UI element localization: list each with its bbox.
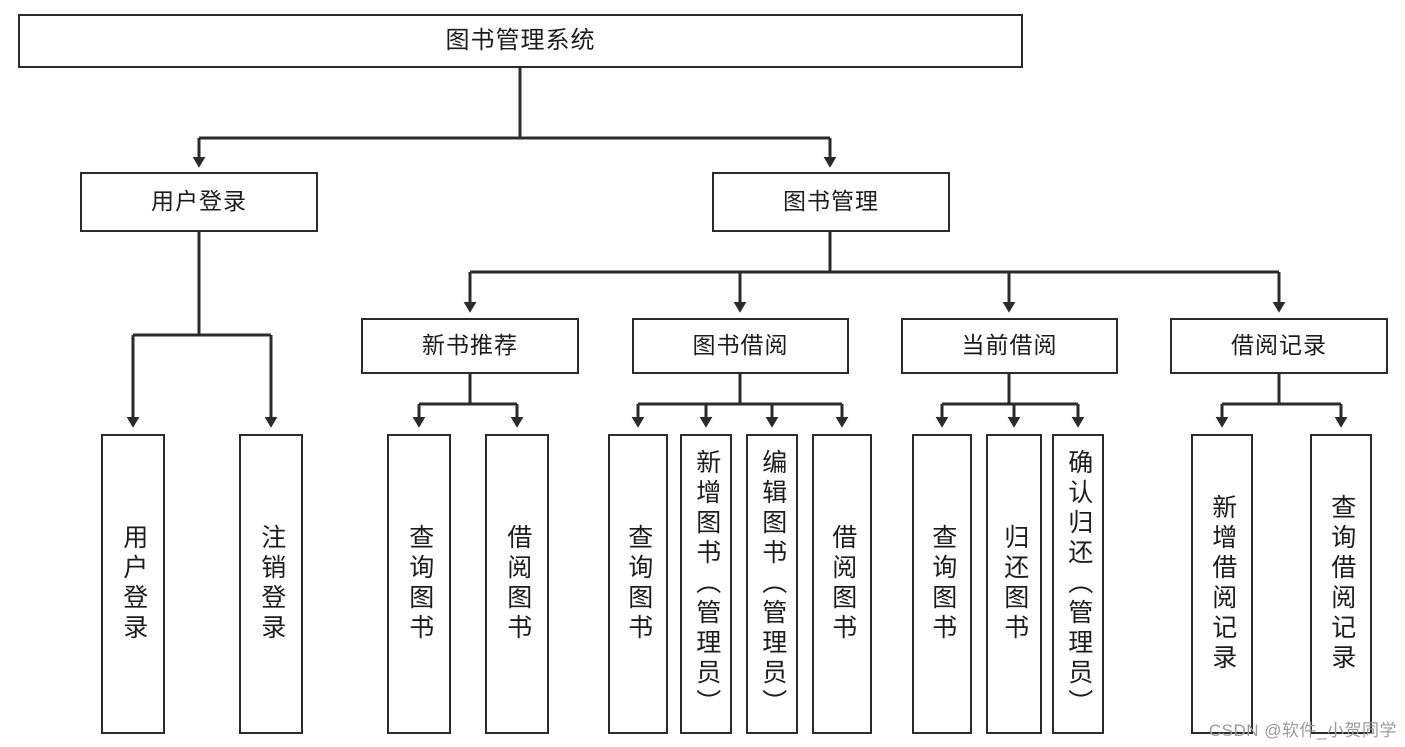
node-leaf-confirm-return-admin[interactable]: 确认归还（管理员） [1052,434,1104,734]
node-leaf-query-book-current[interactable]: 查询图书 [912,434,972,734]
node-leaf-logout[interactable]: 注销登录 [239,434,303,734]
node-label-leaf-logout: 注销登录 [257,524,286,644]
node-label-leaf-add-borrow-record: 新增借阅记录 [1208,494,1237,674]
node-leaf-edit-book-admin[interactable]: 编辑图书（管理员） [746,434,798,734]
node-leaf-query-book-recommend[interactable]: 查询图书 [387,434,451,734]
node-leaf-query-borrow-record[interactable]: 查询借阅记录 [1310,434,1372,734]
node-leaf-return-book[interactable]: 归还图书 [986,434,1042,734]
node-label-leaf-confirm-return-admin: 确认归还（管理员） [1064,449,1093,719]
node-label-leaf-user-login: 用户登录 [119,524,148,644]
node-user-login[interactable]: 用户登录 [80,172,318,232]
node-label-leaf-query-borrow-record: 查询借阅记录 [1327,494,1356,674]
node-current-borrow[interactable]: 当前借阅 [901,318,1118,374]
node-label-leaf-borrow-book-recommend: 借阅图书 [503,524,532,644]
node-label-leaf-edit-book-admin: 编辑图书（管理员） [758,449,787,719]
node-label-book-borrow: 图书借阅 [692,332,789,359]
node-book-management[interactable]: 图书管理 [712,172,950,232]
node-borrow-record[interactable]: 借阅记录 [1170,318,1388,374]
csdn-watermark: CSDN @软件_小贺同学 [1208,721,1397,740]
node-label-leaf-query-book-current: 查询图书 [928,524,957,644]
node-leaf-borrow-book[interactable]: 借阅图书 [812,434,872,734]
node-label-current-borrow: 当前借阅 [961,332,1058,359]
node-root-book-management-system[interactable]: 图书管理系统 [18,14,1023,68]
node-new-book-recommend[interactable]: 新书推荐 [361,318,579,374]
node-label-leaf-query-book-borrow: 查询图书 [624,524,653,644]
node-leaf-add-borrow-record[interactable]: 新增借阅记录 [1191,434,1253,734]
node-label-leaf-borrow-book: 借阅图书 [828,524,857,644]
node-label-root: 图书管理系统 [445,26,596,54]
node-label-leaf-query-book-recommend: 查询图书 [405,524,434,644]
node-label-new-book-recommend: 新书推荐 [422,332,518,359]
node-label-user-login: 用户登录 [151,188,247,215]
node-leaf-borrow-book-recommend[interactable]: 借阅图书 [485,434,549,734]
node-label-leaf-add-book-admin: 新增图书（管理员） [692,449,721,719]
node-label-book-management: 图书管理 [783,188,879,215]
node-leaf-query-book-borrow[interactable]: 查询图书 [608,434,668,734]
node-label-leaf-return-book: 归还图书 [1000,524,1029,644]
node-book-borrow[interactable]: 图书借阅 [632,318,849,374]
node-leaf-user-login[interactable]: 用户登录 [101,434,165,734]
node-leaf-add-book-admin[interactable]: 新增图书（管理员） [680,434,732,734]
node-label-borrow-record: 借阅记录 [1231,332,1327,359]
